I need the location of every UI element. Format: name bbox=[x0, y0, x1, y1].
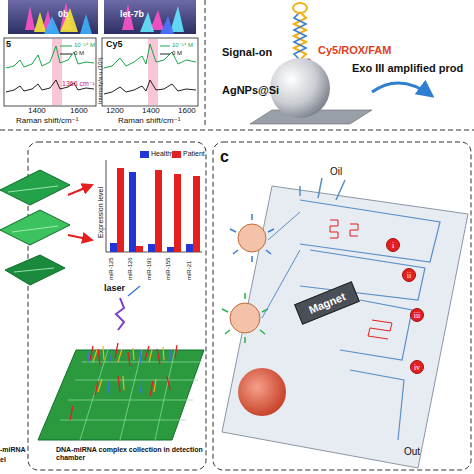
axis-title: Expression level bbox=[97, 187, 105, 238]
outlet-label: Out bbox=[404, 446, 420, 457]
dye-name: 5 bbox=[6, 40, 11, 50]
node-text: iv bbox=[414, 363, 420, 372]
step-circle: ii bbox=[402, 268, 416, 282]
panel-letter: c bbox=[220, 148, 229, 166]
step-label: Exo III amplified prod bbox=[352, 62, 463, 74]
axis-title: Raman shift/cm⁻¹ bbox=[16, 117, 78, 126]
step-circle: iv bbox=[410, 360, 424, 374]
axis-title: Intensity/a.u.(10³) bbox=[97, 57, 104, 104]
axis-tick: 1600 bbox=[178, 107, 196, 116]
dye-names: Cy5/ROX/FAM bbox=[318, 44, 391, 56]
legend-swatch bbox=[140, 151, 149, 158]
legend-text: 0 M bbox=[74, 50, 84, 57]
axis-tick: 1400 bbox=[142, 107, 160, 116]
node-text: ii bbox=[407, 271, 411, 280]
dye-name: Cy5 bbox=[106, 40, 123, 50]
peak-label: 1366 cm⁻¹ bbox=[62, 80, 95, 88]
legend-text: 10⁻¹⁴ M bbox=[172, 42, 193, 49]
category-label: miR-125 bbox=[108, 257, 115, 280]
cut-text: -miRNA bbox=[0, 446, 26, 454]
category-label: miR-126 bbox=[127, 257, 134, 280]
legend-text: 0 M bbox=[172, 50, 182, 57]
axis-tick: 1200 bbox=[106, 107, 124, 116]
axis-tick: 1400 bbox=[28, 107, 46, 116]
signal-label: Signal-on bbox=[222, 46, 272, 58]
panel-tag: 0b bbox=[58, 10, 69, 20]
category-label: miR-191 bbox=[146, 257, 153, 280]
panel-tag: let-7b bbox=[120, 10, 144, 20]
substrate-label: AgNPs@Si bbox=[222, 84, 279, 96]
axis-title: Raman shift/cm⁻¹ bbox=[118, 117, 180, 126]
cut-text: el bbox=[0, 456, 6, 464]
step-circle: i bbox=[386, 238, 400, 252]
legend-text: Patient bbox=[183, 150, 205, 158]
chamber-caption: DNA-miRNA complex collection in detectio… bbox=[56, 446, 206, 461]
legend-swatch bbox=[172, 151, 181, 158]
legend-text: 10⁻¹⁴ M bbox=[74, 42, 95, 49]
node-text: iii bbox=[414, 311, 421, 320]
category-label: miR-21 bbox=[186, 261, 193, 280]
axis-tick: 1600 bbox=[70, 107, 88, 116]
step-circle: iii bbox=[410, 308, 424, 322]
inlet-label: Oil bbox=[330, 166, 342, 177]
laser-label: laser bbox=[104, 284, 125, 294]
category-label: miR-155 bbox=[165, 257, 172, 280]
node-text: i bbox=[392, 241, 394, 250]
